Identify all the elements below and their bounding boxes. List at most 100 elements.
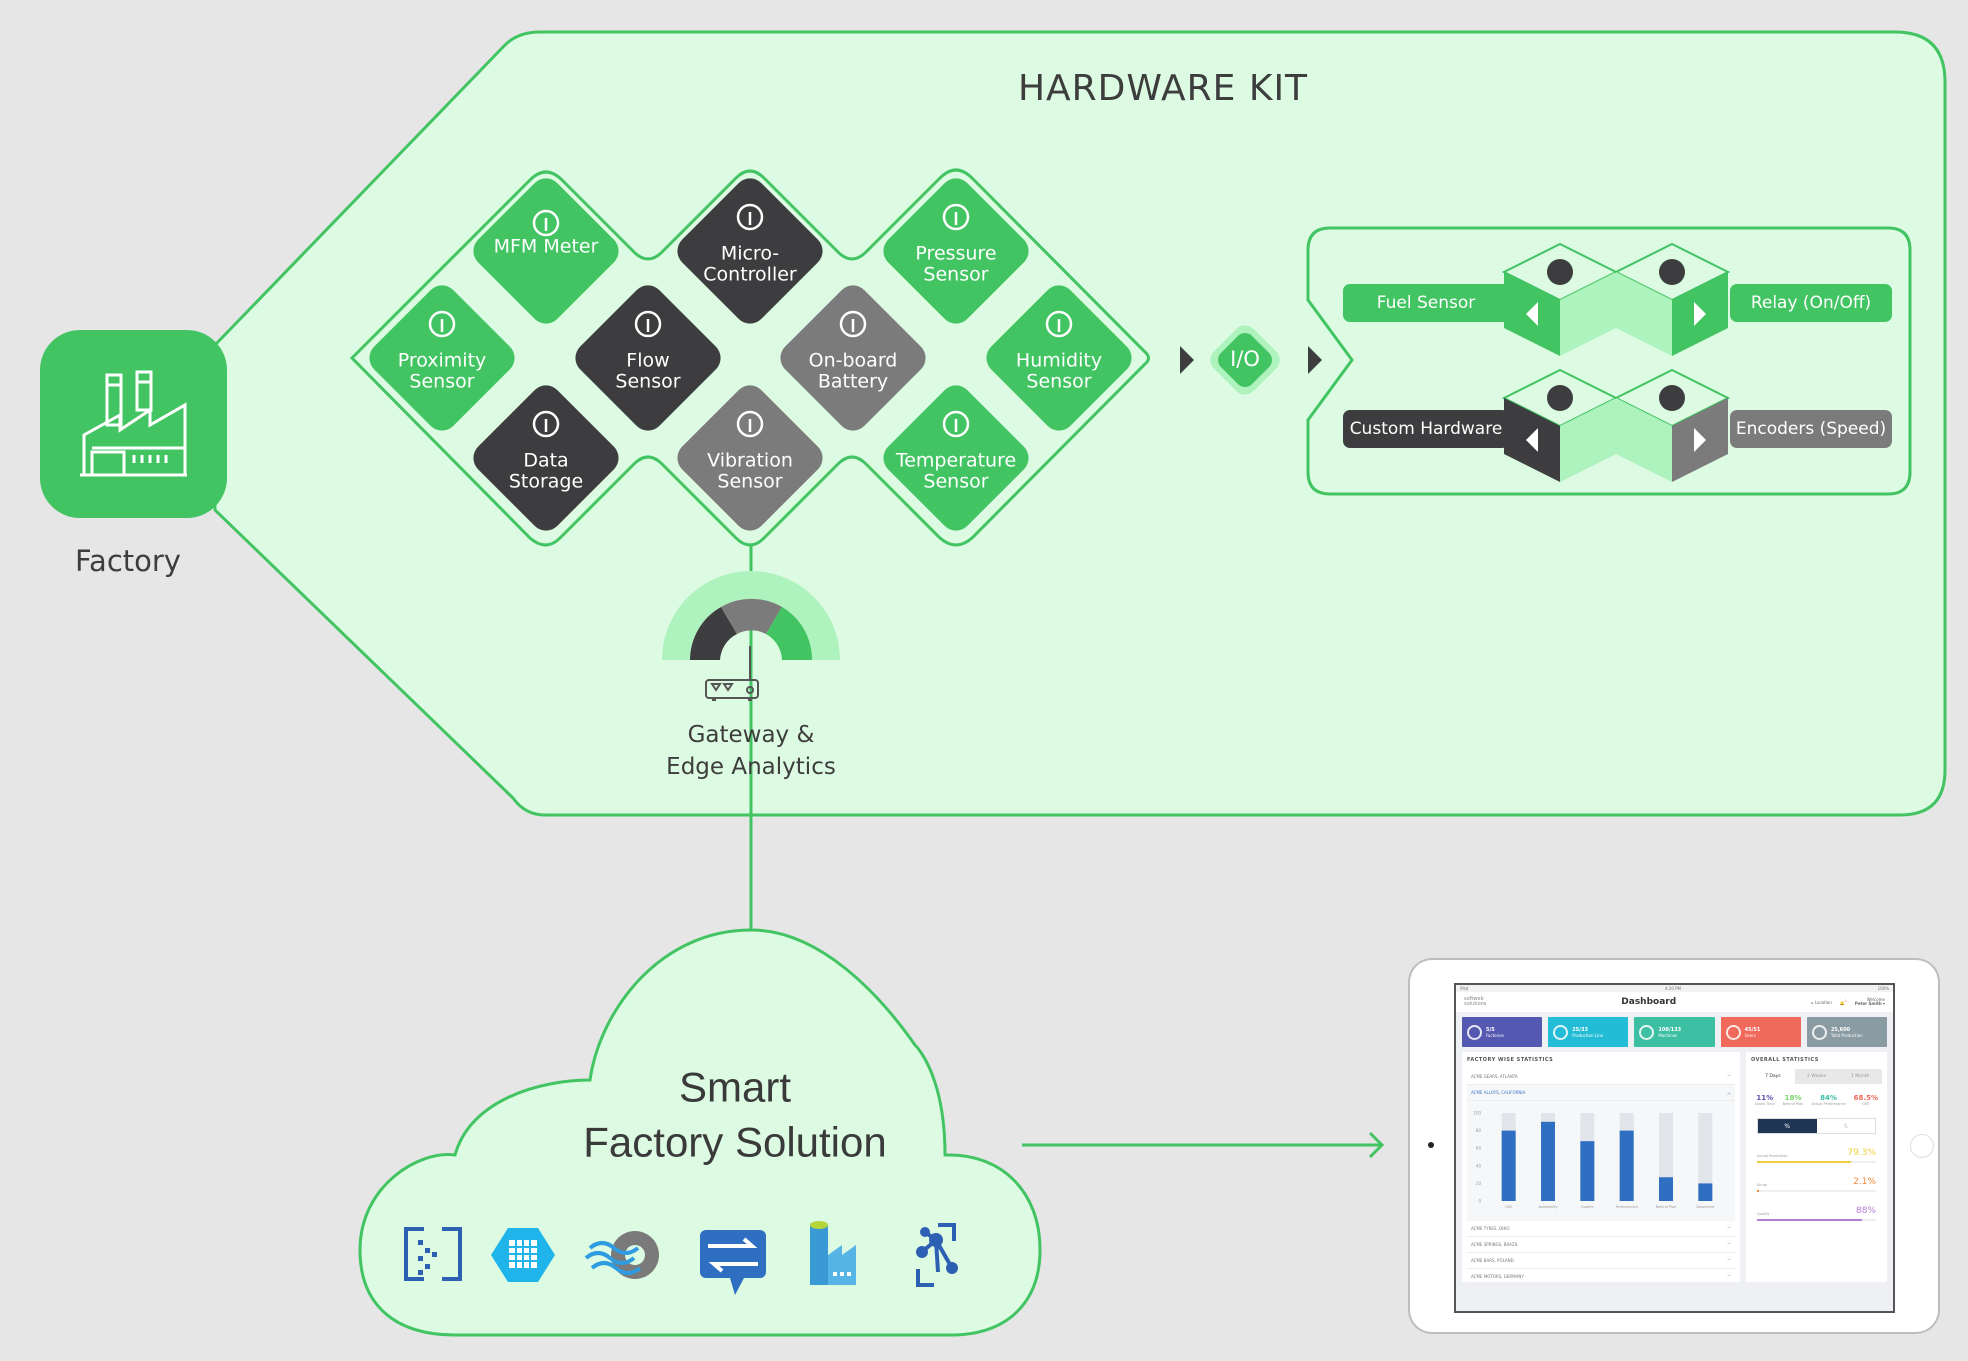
factory-accordion-item[interactable]: ACME MOTORS, GERMANY﹀ bbox=[1467, 1269, 1735, 1285]
period-tab[interactable]: 7 Days bbox=[1751, 1069, 1795, 1084]
arrow-left-icon bbox=[1526, 302, 1538, 326]
factory-accordion-item[interactable]: ACME BARS, POLAND ﹀ bbox=[1467, 1253, 1735, 1269]
module-temperature[interactable] bbox=[877, 379, 1035, 537]
period-tab[interactable]: 2 Weeks bbox=[1807, 1074, 1826, 1079]
factory-label: Factory bbox=[75, 543, 181, 578]
io-device-1[interactable] bbox=[1613, 242, 1731, 356]
chevron-up-icon: ︿ bbox=[1727, 1089, 1731, 1095]
app-header: softweb solutions Dashboard ⌂ Location 🔔… bbox=[1456, 992, 1893, 1012]
user-name: Peter Smith bbox=[1854, 1001, 1882, 1006]
module-pressure[interactable] bbox=[877, 172, 1035, 330]
location-button[interactable]: ⌂ Location bbox=[1811, 999, 1832, 1005]
brand-line-2: solutions bbox=[1464, 1001, 1487, 1007]
fuel-gauge-icon bbox=[1547, 259, 1573, 285]
gateway-label: Gateway & Edge Analytics bbox=[666, 719, 836, 783]
module-label-line: Sensor bbox=[923, 264, 989, 286]
module-battery[interactable] bbox=[774, 279, 932, 437]
kpi: 18%Behind Plan bbox=[1783, 1094, 1804, 1106]
x-tick-label: Availability bbox=[1538, 1205, 1557, 1209]
flow-tubes-icon bbox=[634, 310, 662, 338]
module-label-line: Temperature bbox=[895, 449, 1017, 472]
factory-box[interactable] bbox=[40, 330, 227, 518]
chevron-down-icon: ﹀ bbox=[1727, 1257, 1731, 1263]
module-vibration[interactable] bbox=[671, 379, 829, 537]
io-device-3[interactable] bbox=[1613, 368, 1731, 482]
y-tick-label: 40 bbox=[1476, 1163, 1482, 1168]
y-tick-label: 0 bbox=[1478, 1199, 1481, 1204]
bar-quality[interactable] bbox=[1580, 1141, 1595, 1201]
status-bar: iPad 4:20 PM 100% bbox=[1456, 985, 1893, 992]
dashboard-screen: iPad 4:20 PM 100% softweb solutions Dash… bbox=[1454, 983, 1895, 1313]
period-tab[interactable]: 1 Month bbox=[1850, 1074, 1870, 1079]
module-label-line: Sensor bbox=[717, 471, 783, 493]
database-icon bbox=[1547, 385, 1573, 411]
y-tick-label: 100 bbox=[1473, 1111, 1481, 1116]
bar-behind-plan[interactable] bbox=[1659, 1177, 1673, 1201]
bar-availability[interactable] bbox=[1541, 1121, 1555, 1201]
toggle-percent[interactable]: % bbox=[1758, 1119, 1817, 1133]
gateway-label-line-1: Gateway & bbox=[687, 721, 815, 748]
factory-accordion-item[interactable]: ACME GEARS, ATLANTA﹀ bbox=[1467, 1069, 1735, 1085]
notification-bell-icon[interactable]: 🔔1 bbox=[1839, 998, 1847, 1006]
module-label-line: Proximity bbox=[397, 349, 487, 372]
factory-name: ACME TYRES, OHIO bbox=[1471, 1226, 1510, 1231]
module-label-line: Sensor bbox=[615, 371, 681, 393]
bar-track bbox=[1698, 1113, 1713, 1201]
module-proximity[interactable] bbox=[363, 279, 521, 437]
factory-accordion-item[interactable]: ACME SPRINGS, BRAZIL﹀ bbox=[1467, 1237, 1735, 1253]
bar-performance[interactable] bbox=[1619, 1130, 1634, 1201]
module-flow[interactable] bbox=[569, 279, 727, 437]
kpi-value: 84% bbox=[1820, 1094, 1837, 1102]
cloud-title: Smart Factory Solution bbox=[583, 1060, 886, 1169]
period-tabs: 7 Days 2 Weeks 1 Month bbox=[1751, 1069, 1882, 1084]
card-label: Users bbox=[1744, 1032, 1756, 1038]
card-label: Total Production bbox=[1830, 1032, 1863, 1038]
y-tick-label: 60 bbox=[1476, 1146, 1482, 1151]
io-device-2[interactable] bbox=[1501, 368, 1619, 482]
factory-name: ACME BARS, POLAND bbox=[1471, 1258, 1514, 1263]
module-mfm[interactable] bbox=[467, 172, 625, 330]
bar-oee[interactable] bbox=[1501, 1130, 1516, 1201]
module-storage[interactable] bbox=[467, 379, 625, 537]
welcome-text: Welcome bbox=[1866, 996, 1885, 1002]
factory-accordion-item[interactable]: ACME ALLOYS, CALIFORNIA︿ bbox=[1467, 1085, 1735, 1101]
proximity-icon bbox=[428, 310, 456, 338]
card-ring-icon bbox=[1553, 1024, 1569, 1040]
module-label-line: On-board bbox=[808, 349, 898, 372]
x-tick-label: Downtime bbox=[1696, 1205, 1714, 1209]
module-humidity[interactable] bbox=[980, 279, 1138, 437]
card-value: 25/33 bbox=[1572, 1026, 1588, 1033]
tablet-home-button[interactable] bbox=[1910, 1134, 1934, 1158]
factory-name: ACME GEARS, ATLANTA bbox=[1471, 1074, 1518, 1079]
io-device-label-0: Fuel Sensor bbox=[1343, 284, 1509, 322]
io-device-0[interactable] bbox=[1501, 242, 1619, 356]
kpi-label: OEE bbox=[1862, 1102, 1870, 1106]
toggle-sort[interactable]: ⇅ bbox=[1843, 1122, 1849, 1130]
module-label-micro: Micro-Controller bbox=[703, 243, 796, 287]
bar-downtime[interactable] bbox=[1698, 1183, 1713, 1201]
location-label: Location bbox=[1814, 999, 1832, 1005]
status-time: 4:20 PM bbox=[1664, 986, 1682, 991]
overall-stats-heading: OVERALL STATISTICS bbox=[1751, 1057, 1819, 1063]
arrow-right-icon bbox=[1694, 302, 1706, 326]
router-icon bbox=[705, 646, 759, 701]
factory-accordion-item[interactable]: ACME TYRES, OHIO﹀ bbox=[1467, 1221, 1735, 1237]
chevron-down-icon: ﹀ bbox=[1727, 1273, 1731, 1279]
chip-icon bbox=[736, 203, 764, 231]
gateway-label-line-2: Edge Analytics bbox=[666, 754, 836, 780]
module-micro[interactable] bbox=[671, 172, 829, 330]
user-menu[interactable]: Welcome Peter Smith ▾ bbox=[1854, 996, 1885, 1006]
module-label-line: Sensor bbox=[923, 471, 989, 493]
meter-fill bbox=[1757, 1219, 1862, 1221]
io-label: I/O bbox=[1230, 347, 1260, 372]
